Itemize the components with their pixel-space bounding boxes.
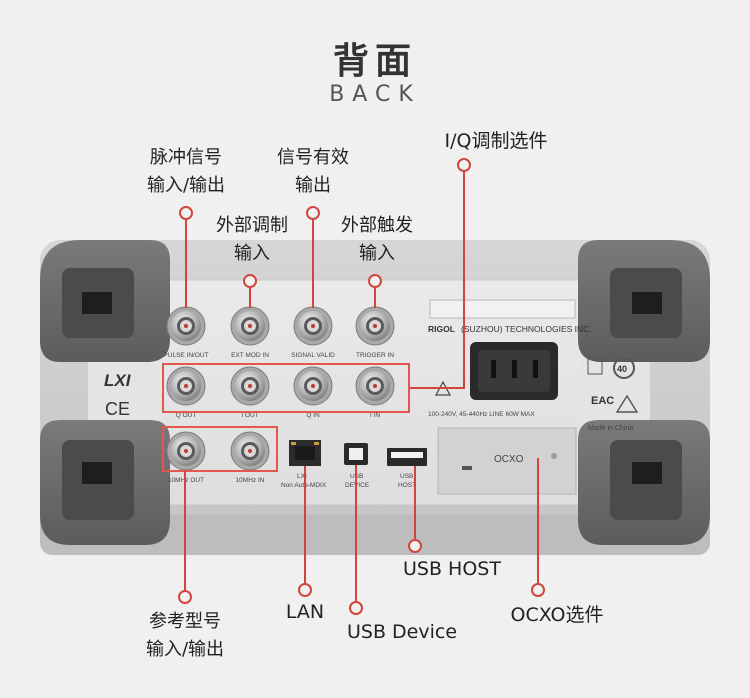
dot-ext-mod <box>243 274 257 288</box>
callout-ext-mod-line1: 外部调制 <box>216 215 288 236</box>
callout-lan: LAN <box>285 601 325 623</box>
callout-pulse-line1: 脉冲信号 <box>150 147 222 168</box>
bnc-connector-r2-2[interactable]: Q IN <box>293 366 333 419</box>
bnc-label-r1-3: TRIGGER IN <box>356 352 394 359</box>
page-subtitle: BACK <box>329 82 421 107</box>
lan-port <box>289 440 321 466</box>
bnc-label-r2-1: I OUT <box>241 412 258 419</box>
leader-lines <box>184 172 539 608</box>
bnc-row-3: 10MHz OUT 10MHz IN <box>166 431 270 484</box>
bnc-connector-r1-0[interactable]: PULSE IN/OUT <box>163 306 209 359</box>
usb-device-port <box>344 443 368 465</box>
callout-ext-trig-line2: 输入 <box>359 243 395 264</box>
bnc-connector-r2-1[interactable]: I OUT <box>230 366 270 419</box>
callout-ext-trig-line1: 外部触发 <box>341 215 413 236</box>
ocxo-slot <box>437 427 577 495</box>
callout-pulse-line2: 输入/输出 <box>146 175 226 196</box>
bumper-top-right <box>578 240 710 362</box>
callout-usb-host: USB HOST <box>403 558 501 580</box>
lan-label-2: Non Auto-MDIX <box>281 482 327 489</box>
svg-text:EAC: EAC <box>591 395 614 407</box>
company-name: (SUZHOU) TECHNOLOGIES INC. <box>461 324 592 334</box>
dot-usb-host <box>408 539 422 553</box>
bnc-connector-r3-1[interactable]: 10MHz IN <box>230 431 270 484</box>
callout-iq: I/Q调制选件 <box>444 130 548 152</box>
bnc-connector-r2-3[interactable]: I IN <box>355 366 395 419</box>
made-in-label: Made in China <box>588 425 633 432</box>
bnc-row-2: Q OUT I OUT Q IN I IN <box>166 366 395 419</box>
callout-ref-line1: 参考型号 <box>149 611 221 632</box>
brand-label-box <box>429 299 576 319</box>
dot-pulse <box>179 206 193 220</box>
iq-bracket <box>162 363 410 413</box>
brand-name: RIGOL <box>428 324 455 334</box>
callout-ext-mod: 外部调制 输入 <box>192 212 312 268</box>
bnc-row-1: PULSE IN/OUT EXT MOD IN SIGNAL VALID TRIGGE… <box>163 306 395 359</box>
dot-ocxo <box>531 583 545 597</box>
bumper-bottom-right <box>578 420 710 545</box>
callout-ocxo: OCXO选件 <box>510 604 604 626</box>
leader-iq <box>410 172 465 389</box>
callout-ext-trig: 外部触发 输入 <box>317 212 437 268</box>
leader-dots <box>178 158 545 615</box>
dot-ref <box>178 590 192 604</box>
compliance-icons: 40 EAC <box>587 357 639 413</box>
usb-device-label-2: DEVICE <box>345 482 370 489</box>
dot-trigger <box>368 274 382 288</box>
bnc-connector-r1-1[interactable]: EXT MOD IN <box>230 306 270 359</box>
ocxo-label: OCXO <box>494 454 524 465</box>
bnc-connector-r3-0[interactable]: 10MHz OUT <box>166 431 206 484</box>
bnc-label-r2-3: I IN <box>370 412 380 419</box>
dot-lan <box>298 583 312 597</box>
bnc-connector-r1-3[interactable]: TRIGGER IN <box>355 306 395 359</box>
callout-ext-mod-line2: 输入 <box>234 243 270 264</box>
dot-usb-device <box>349 601 363 615</box>
svg-text:40: 40 <box>617 364 627 374</box>
usb-host-port <box>387 448 427 466</box>
lan-label-1: LXI <box>297 473 307 480</box>
bnc-label-r1-1: EXT MOD IN <box>231 352 269 359</box>
bumper-bottom-left <box>40 420 170 545</box>
bnc-connector-r2-0[interactable]: Q OUT <box>166 366 206 419</box>
callout-signal-valid: 信号有效 输出 <box>253 144 373 200</box>
bnc-label-r3-0: 10MHz OUT <box>168 477 204 484</box>
usb-host-label-2: HOST <box>398 482 416 489</box>
dot-iq <box>457 158 471 172</box>
callout-ref: 参考型号 输入/输出 <box>125 608 245 664</box>
usb-host-label-1: USB <box>400 473 413 480</box>
bnc-label-r1-2: SIGNAL VALID <box>291 352 335 359</box>
ce-mark: CE <box>105 399 130 419</box>
dot-signal-valid <box>306 206 320 220</box>
bnc-label-r2-2: Q IN <box>306 412 320 419</box>
power-inlet <box>470 342 558 400</box>
callout-signal-valid-line2: 输出 <box>295 175 331 196</box>
lxi-logo: LXI <box>104 371 132 390</box>
callout-ref-line2: 输入/输出 <box>145 639 225 660</box>
bnc-label-r1-0: PULSE IN/OUT <box>163 352 208 359</box>
callout-signal-valid-line1: 信号有效 <box>277 147 349 168</box>
instrument-body-lower <box>40 515 710 555</box>
bnc-connector-r1-2[interactable]: SIGNAL VALID <box>291 306 335 359</box>
bnc-label-r2-0: Q OUT <box>176 412 197 419</box>
page-title: 背面 <box>332 41 417 82</box>
callout-usb-device: USB Device <box>346 621 458 643</box>
bnc-label-r3-1: 10MHz IN <box>236 477 265 484</box>
power-spec: 100-240V, 45-440Hz LINE 60W MAX <box>428 411 535 418</box>
ref-bracket <box>162 426 278 472</box>
bumper-top-left <box>40 240 170 362</box>
callout-pulse: 脉冲信号 输入/输出 <box>126 144 246 200</box>
